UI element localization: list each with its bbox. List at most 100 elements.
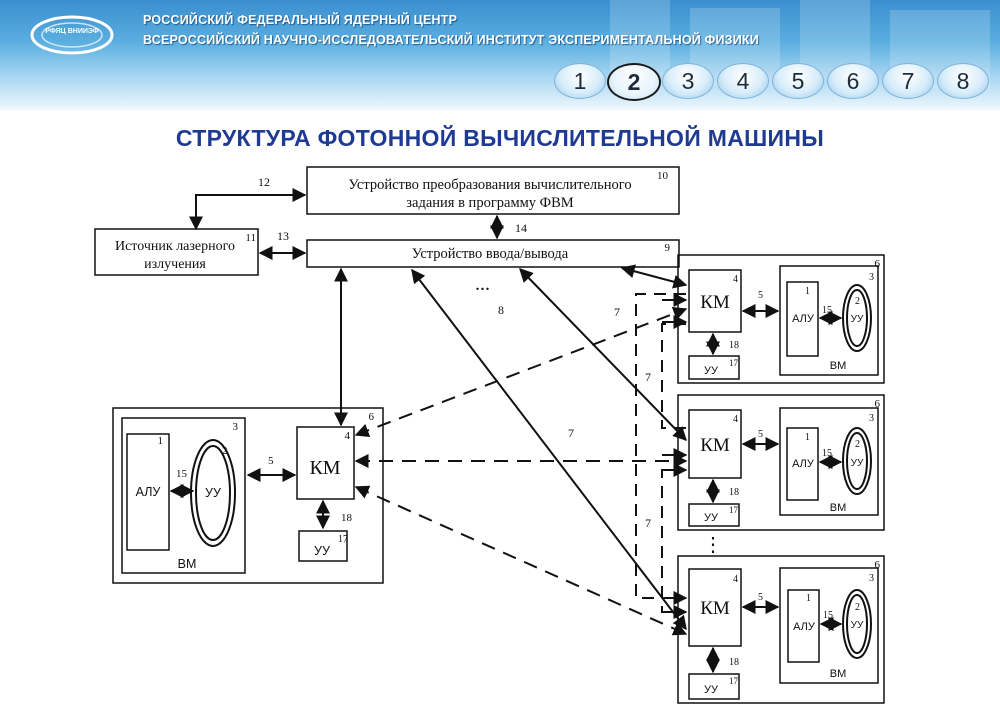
converter-label-line2: задания в программу ФВМ xyxy=(406,195,574,211)
diagram-label-l5: 5 xyxy=(758,429,763,440)
diagram-label-vm: ВМ xyxy=(830,668,847,680)
laser-number: 11 xyxy=(245,232,256,244)
laser-source-box xyxy=(94,228,259,276)
diagram-label-km: КМ xyxy=(700,292,730,313)
left-node: 6 3 АЛУ 1 УУ 2 15 ВМ КМ 4 5 18 УУ 17 xyxy=(112,407,384,584)
left-ctrl-number: 17 xyxy=(338,534,348,545)
diagram-label-vm: ВМ xyxy=(830,502,847,514)
diagram-label-uu: УУ xyxy=(851,458,864,469)
page-button-8[interactable]: 8 xyxy=(937,63,989,99)
diagram-label-n17: 17 xyxy=(729,358,739,368)
right-node-2: 6 3 АЛУ 1 УУ 2 15 ВМ КМ 4 5 18 УУ 17 xyxy=(677,394,885,531)
diagram-label-n1: 1 xyxy=(805,432,810,443)
diagram-label-l18: 18 xyxy=(729,657,739,668)
left-alu-box xyxy=(126,433,170,551)
laser-label-line2: излучения xyxy=(144,257,206,272)
left-alu-number: 1 xyxy=(158,435,164,447)
left-km-number: 4 xyxy=(345,430,351,442)
org-name-line2: ВСЕРОССИЙСКИЙ НАУЧНО-ИССЛЕДОВАТЕЛЬСКИЙ И… xyxy=(143,33,759,47)
diagram-label-n3: 3 xyxy=(869,272,874,283)
link-12 xyxy=(189,188,307,231)
diagram-label-alu: АЛУ xyxy=(792,313,815,325)
diagram-label-uu: УУ xyxy=(851,314,864,325)
converter-box xyxy=(306,166,680,215)
diagram-label-n3: 3 xyxy=(869,413,874,424)
diagram-label-l18: 18 xyxy=(729,487,739,498)
diagram-label-n4: 4 xyxy=(733,574,738,585)
left-km-box xyxy=(296,426,355,500)
left-uu-label: УУ xyxy=(205,486,221,500)
link-7-label-top: 7 xyxy=(614,305,620,319)
diagram-label-alu: АЛУ xyxy=(793,621,816,633)
page-button-2-active[interactable]: 2 xyxy=(607,63,661,101)
diagram-label-l15: 15 xyxy=(823,610,833,621)
link-7-label-bottom: 7 xyxy=(645,516,651,530)
diagram-label-n2: 2 xyxy=(855,439,860,450)
diagram-label-km: КМ xyxy=(700,598,730,619)
left-link-5: 5 xyxy=(268,455,274,467)
converter-label-line1: Устройство преобразования вычислительног… xyxy=(348,177,631,193)
diagram-label-vm: ВМ xyxy=(830,360,847,372)
left-link-18: 18 xyxy=(341,512,353,524)
left-ctrl-box xyxy=(298,530,348,562)
page-button-5[interactable]: 5 xyxy=(772,63,824,99)
io-box xyxy=(306,239,680,268)
diagram-label-n2: 2 xyxy=(855,602,860,613)
left-link-15: 15 xyxy=(176,468,188,480)
diagram-label-n6: 6 xyxy=(875,559,881,571)
link-14-label: 14 xyxy=(515,221,527,235)
diagram-label-n17: 17 xyxy=(729,676,739,686)
vertical-ellipsis: ⋮ xyxy=(703,534,723,556)
right-node-3: 6 3 АЛУ 1 УУ 2 15 ВМ КМ 4 5 18 УУ 17 xyxy=(677,555,885,704)
header-banner: РФЯЦ ВНИИЭФ РОССИЙСКИЙ ФЕДЕРАЛЬНЫЙ ЯДЕРН… xyxy=(0,0,1000,110)
org-name-line1: РОССИЙСКИЙ ФЕДЕРАЛЬНЫЙ ЯДЕРНЫЙ ЦЕНТР xyxy=(143,13,458,27)
left-uu-number: 2 xyxy=(222,445,228,457)
diagram-label-uu_ctrl: УУ xyxy=(704,684,719,696)
left-alu-label: АЛУ xyxy=(136,485,161,499)
link-7-label-mid: 7 xyxy=(645,370,651,384)
logo-icon: РФЯЦ ВНИИЭФ xyxy=(30,15,114,55)
left-vm-label: ВМ xyxy=(178,557,197,571)
diagram-label-n1: 1 xyxy=(806,593,811,604)
diagram-label-n17: 17 xyxy=(729,505,739,515)
diagram-label-n4: 4 xyxy=(733,274,738,285)
page-button-3[interactable]: 3 xyxy=(662,63,714,99)
ellipsis-mark: ... xyxy=(475,273,490,295)
left-vm-number: 3 xyxy=(233,421,239,433)
slide-title: СТРУКТУРА ФОТОННОЙ ВЫЧИСЛИТЕЛЬНОЙ МАШИНЫ xyxy=(175,125,825,151)
diagram-label-l18: 18 xyxy=(729,340,739,351)
diagram-label-uu: УУ xyxy=(851,620,864,631)
link-8-label: 8 xyxy=(498,303,504,317)
optical-links-right-column xyxy=(635,293,688,619)
diagram-label-uu_ctrl: УУ xyxy=(704,365,719,377)
right-node-1: 6 3 АЛУ 1 УУ 2 15 ВМ КМ 4 5 18 УУ 17 xyxy=(677,254,885,384)
link-io-right-km1 xyxy=(620,264,688,289)
diagram-label-l5: 5 xyxy=(758,290,763,301)
diagram-label-n6: 6 xyxy=(875,258,881,270)
diagram-label-n2: 2 xyxy=(855,296,860,307)
diagram-label-l15: 15 xyxy=(822,305,832,316)
link-12-label: 12 xyxy=(258,175,270,189)
io-number: 9 xyxy=(665,242,671,254)
diagram-label-n6: 6 xyxy=(875,398,881,410)
diagram-label-l5: 5 xyxy=(758,592,763,603)
page-navigator: 1 2 3 4 5 6 7 8 xyxy=(546,60,992,102)
page-button-6[interactable]: 6 xyxy=(827,63,879,99)
converter-number: 10 xyxy=(657,170,669,182)
page-button-1[interactable]: 1 xyxy=(554,63,606,99)
diagram-label-n3: 3 xyxy=(869,573,874,584)
page-button-7[interactable]: 7 xyxy=(882,63,934,99)
optical-link-left-right1 xyxy=(354,306,688,438)
diagram-label-km: КМ xyxy=(700,435,730,456)
left-ctrl-label: УУ xyxy=(314,544,330,558)
diagram-label-n4: 4 xyxy=(733,414,738,425)
logo-text: РФЯЦ ВНИИЭФ xyxy=(45,28,99,35)
link-7-label-center: 7 xyxy=(568,426,574,440)
diagram-label-uu_ctrl: УУ xyxy=(704,512,719,524)
left-km-label: КМ xyxy=(309,457,340,479)
optical-link-left-right3 xyxy=(354,485,688,636)
link-13-label: 13 xyxy=(277,229,289,243)
diagram-label-n1: 1 xyxy=(805,286,810,297)
page-button-4[interactable]: 4 xyxy=(717,63,769,99)
